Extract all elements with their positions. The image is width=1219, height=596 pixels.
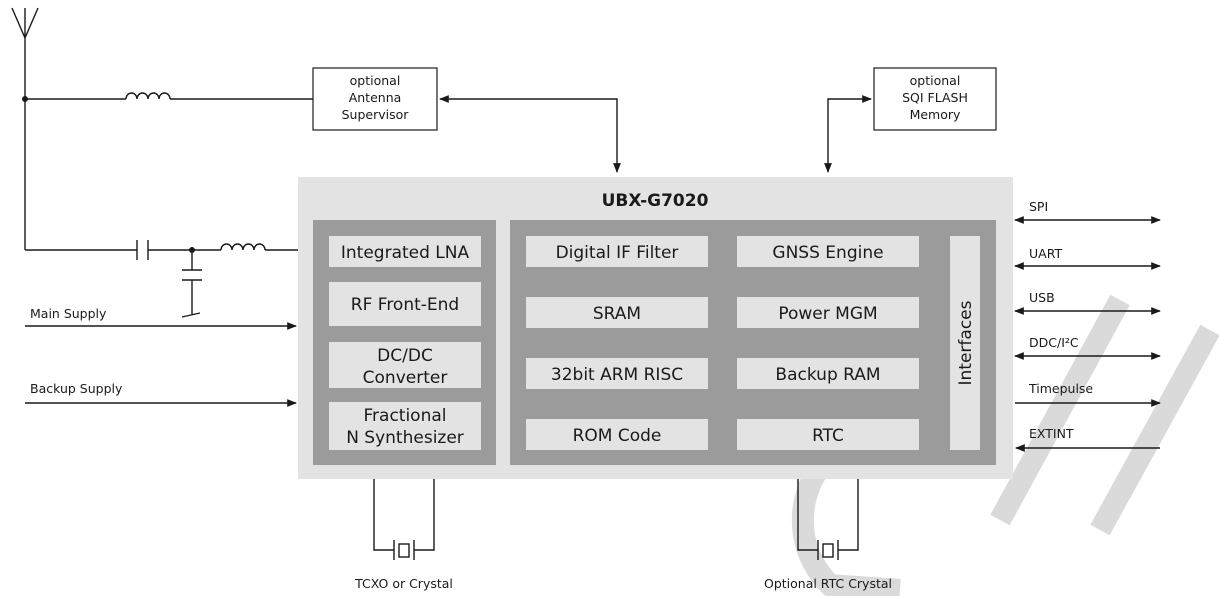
module-fractional-n-synth <box>329 402 481 450</box>
module-digital-if-filter-label: Digital IF Filter <box>556 243 679 263</box>
module-power-mgm <box>737 297 919 328</box>
port-spi-label: SPI <box>1029 199 1048 214</box>
port-usb-label: USB <box>1029 290 1055 305</box>
module-rf-front-end-label: RF Front-End <box>351 295 459 315</box>
module-digital-if-filter <box>526 236 708 267</box>
watermark-stroke <box>990 294 1219 536</box>
module-sram <box>526 297 708 328</box>
module-integrated-lna <box>329 236 481 267</box>
rtc-crystal-icon <box>797 479 859 560</box>
sqi-flash-line1: optional <box>910 73 961 88</box>
module-dcdc-line1: DC/DC <box>377 346 433 366</box>
antenna-icon <box>11 7 39 250</box>
tcxo-crystal-icon <box>373 479 435 560</box>
module-arm-risc-label: 32bit ARM RISC <box>551 365 683 385</box>
port-ddc-label: DDC/I²C <box>1029 335 1079 350</box>
antenna-supervisor-line2: Antenna <box>349 90 402 105</box>
module-gnss-engine-label: GNSS Engine <box>772 243 883 263</box>
module-dcdc-line2: Converter <box>363 368 448 388</box>
shunt-capacitor-icon <box>181 250 202 318</box>
inductor-icon <box>220 243 266 251</box>
sqi-flash-box <box>873 67 997 131</box>
tcxo-label: TCXO or Crystal <box>354 576 453 591</box>
antenna-supervisor-line3: Supervisor <box>342 107 410 122</box>
module-interfaces <box>950 236 980 450</box>
module-synth-line1: Fractional <box>364 406 447 426</box>
port-uart-label: UART <box>1029 246 1062 261</box>
sqi-flash-line3: Memory <box>910 107 961 122</box>
capacitor-icon <box>136 240 149 260</box>
inductor-icon <box>125 92 171 100</box>
module-backup-ram <box>737 358 919 389</box>
module-synth-line2: N Synthesizer <box>346 428 464 448</box>
antenna-supervisor-box <box>312 67 438 131</box>
module-rf-front-end <box>329 282 481 326</box>
port-timepulse-label: Timepulse <box>1028 381 1093 396</box>
flash-chip-link <box>824 95 872 173</box>
module-backup-ram-label: Backup RAM <box>775 365 880 385</box>
module-arm-risc <box>526 358 708 389</box>
chip-title: UBX-G7020 <box>602 191 709 211</box>
module-sram-label: SRAM <box>593 304 641 324</box>
backup-supply-label: Backup Supply <box>30 381 123 396</box>
module-gnss-engine <box>737 236 919 267</box>
module-rom-code-label: ROM Code <box>573 426 662 446</box>
supervisor-chip-link <box>439 95 621 173</box>
module-dcdc-converter <box>329 342 481 388</box>
rtc-crystal-label: Optional RTC Crystal <box>764 576 892 591</box>
module-rtc <box>737 419 919 450</box>
module-interfaces-label: Interfaces <box>956 300 976 385</box>
module-integrated-lna-label: Integrated LNA <box>341 243 470 263</box>
module-rtc-label: RTC <box>812 426 844 446</box>
module-power-mgm-label: Power MGM <box>778 304 877 324</box>
module-rom-code <box>526 419 708 450</box>
sqi-flash-line2: SQI FLASH <box>902 90 968 105</box>
main-supply-label: Main Supply <box>30 306 107 321</box>
port-extint-label: EXTINT <box>1029 426 1074 441</box>
antenna-supervisor-line1: optional <box>350 73 401 88</box>
